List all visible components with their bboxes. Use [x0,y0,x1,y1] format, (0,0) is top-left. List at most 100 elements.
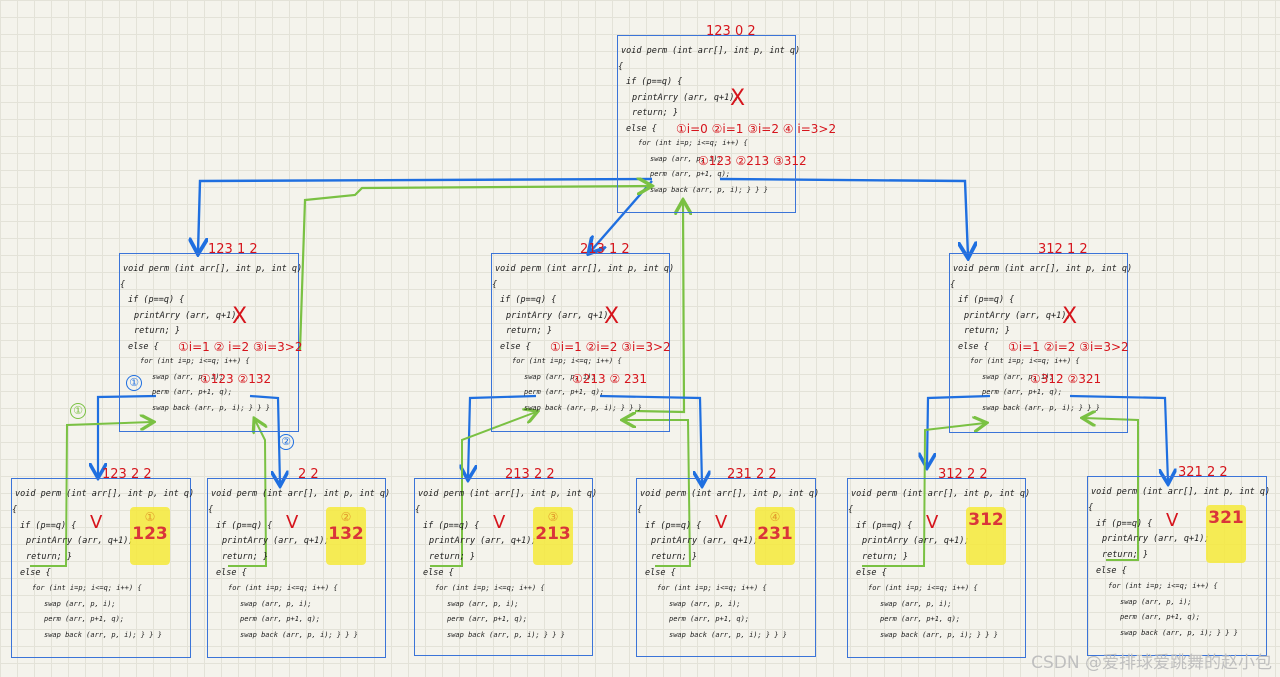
code-swap-back-line: swap back (arr, p, i); } } } [240,631,359,640]
call-arrow [468,394,537,478]
call-params: 213 2 2 [505,467,555,482]
perm-call-frame: void perm (int arr[], int p, int q){if (… [207,467,390,658]
code-perm-line: perm (arr, p+1, q); [524,388,605,396]
code-signature: void perm (int arr[], int p, int q) [211,489,391,499]
code-print-line: printArry (arr, q+1); [222,536,330,547]
x-mark: X [604,304,620,329]
call-params: 321 2 2 [1178,465,1228,480]
call-arrow [927,394,991,466]
code-print-line: printArry (arr, q+1); [134,310,242,321]
return-arrow [30,422,152,567]
result-count: ③ [547,510,559,524]
permutation-result: 312 [966,507,1006,565]
call-params: 231 2 2 [727,467,777,482]
code-perm-line: perm (arr, p+1, q); [982,388,1063,396]
code-swap-line: swap (arr, p, i); [524,372,596,381]
code-signature: void perm (int arr[], int p, int q) [123,264,303,274]
call-params: 123 1 2 [208,242,258,257]
code-print-line: printArry (arr, q+1); [1102,534,1210,545]
permutation-result: 321 [1206,505,1246,563]
code-return-line: return; } [429,552,476,563]
code-signature: void perm (int arr[], int p, int q) [851,489,1031,499]
code-return-line: return; } [1102,550,1149,561]
x-mark: X [232,304,248,329]
call-arrow [249,394,280,484]
code-if-line: if (p==q) { [645,520,702,531]
code-print-line: printArry (arr, q+1); [862,536,970,547]
code-for-line: for (int i=p; i<=q; i++) { [657,583,767,592]
code-for-line: for (int i=p; i<=q; i++) { [228,583,338,592]
result-value: 321 [1208,508,1244,528]
code-perm-line: perm (arr, p+1, q); [240,615,321,624]
swap-results: ①213 ② 231 [572,372,647,386]
code-swap-back-line: swap back (arr, p, i); } } } [982,403,1101,412]
perm-call-frame: void perm (int arr[], int p, int q){if (… [1087,465,1270,656]
call-params: 2 2 [298,467,319,482]
code-for-line: for (int i=p; i<=q; i++) { [32,583,142,592]
code-swap-back-line: swap back (arr, p, i); } } } [447,631,566,640]
code-if-line: if (p==q) { [423,520,480,531]
code-perm-line: perm (arr, p+1, q); [44,615,125,624]
code-open-brace: { [415,504,421,515]
return-arrow [634,202,684,414]
return-arrow [862,423,985,567]
perm-call-frame: void perm (int arr[], int p, int q) {if (… [636,467,820,657]
code-for-line: for (int i=p; i<=q; i++) { [512,357,622,365]
code-if-line: if (p==q) { [626,77,683,87]
result-count: ② [340,510,352,524]
check-mark: V [90,512,103,533]
return-arrow [298,186,650,351]
loop-steps: ①i=1 ②i=2 ③i=3>2 [1008,340,1129,354]
code-for-line: for (int i=p; i<=q; i++) { [435,583,545,592]
perm-call-frame: void perm (int arr[], int p, int q) {if (… [414,467,597,656]
check-mark: V [493,512,506,533]
swap-results: ①123 ②213 ③312 [698,154,807,168]
result-count: ④ [769,510,781,524]
result-value: 123 [132,524,168,544]
code-if-line: if (p==q) { [128,295,185,305]
code-swap-line: swap (arr, p, i); [982,372,1054,381]
code-open-brace: { [492,279,498,290]
swap-results: ①312 ②321 [1030,372,1102,386]
code-perm-line: perm (arr, p+1, q); [447,615,528,624]
code-signature: void perm (int arr[], int p, int q) [418,489,598,499]
code-else-line: else { [1096,566,1127,576]
code-signature: void perm (int arr[], int p, int q) [15,489,195,499]
code-if-line: if (p==q) { [856,520,913,531]
code-swap-line: swap (arr, p, i); [669,599,741,608]
perm-call-frame: void perm (int arr[], int p, int q){if (… [11,467,195,658]
return-arrow [624,420,692,567]
code-swap-line: swap (arr, p, i); [1120,597,1192,606]
code-open-brace: { [848,504,854,515]
watermark: CSDN @爱排球爱跳舞的赵小包 [1031,653,1272,673]
result-value: 132 [328,524,364,544]
x-mark: X [1062,304,1078,329]
check-mark: V [926,512,939,533]
code-signature: void perm (int arr[], int p, int q) [640,489,820,499]
code-perm-line: perm (arr, p+1, q); [1120,613,1201,622]
code-perm-line: perm (arr, p+1, q); [880,615,961,624]
edge-tag: ① [126,375,142,391]
code-else-line: else { [128,341,159,352]
result-value: 213 [535,524,571,544]
code-swap-back-line: swap back (arr, p, i); } } } [669,631,788,640]
return-arrow [430,412,536,567]
code-open-brace: { [637,504,643,515]
result-count: ① [144,510,156,524]
code-return-line: return; } [632,108,679,118]
code-signature: void perm (int arr[], int p, int q) [953,264,1133,274]
code-else-line: else { [856,568,887,578]
code-return-line: return; } [26,552,73,563]
code-return-line: return; } [964,326,1011,336]
code-open-brace: { [208,504,214,515]
x-mark: X [730,86,746,111]
loop-steps: ①i=0 ②i=1 ③i=2 ④ i=3>2 [676,122,837,136]
code-perm-line: perm (arr, p+1, q); [650,170,731,178]
call-arrow [719,177,968,256]
check-mark: V [715,512,728,533]
call-params: 123 0 2 [706,24,756,39]
result-value: 231 [757,524,793,544]
